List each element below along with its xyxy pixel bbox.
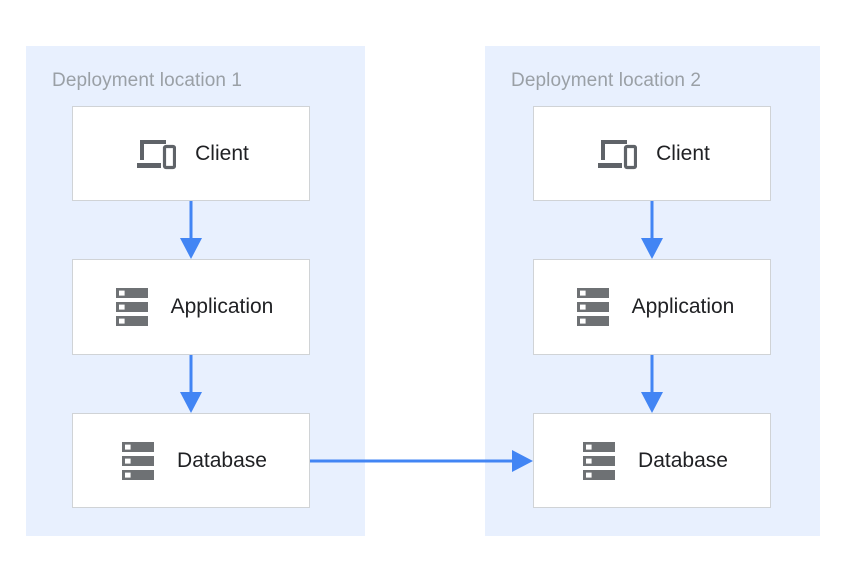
node-database-1-label: Database [177,448,267,472]
node-database-2-label: Database [638,448,728,472]
node-database-1[interactable]: Database [72,413,310,508]
node-application-1-label: Application [170,295,274,318]
node-client-1-label: Client [195,141,249,165]
server-icon [109,284,155,330]
server-icon [570,284,616,330]
node-client-2[interactable]: Client [533,106,771,201]
devices-icon [133,131,179,177]
node-application-2-label: Application [631,295,735,318]
node-application-2[interactable]: Application [533,259,771,355]
node-client-2-label: Client [656,141,710,165]
server-icon [576,438,622,484]
deployment-zone-1-label: Deployment location 1 [52,70,243,91]
devices-icon [594,131,640,177]
node-database-2[interactable]: Database [533,413,771,508]
node-application-1[interactable]: Application [72,259,310,355]
deployment-zone-2-label: Deployment location 2 [511,70,702,91]
node-client-1[interactable]: Client [72,106,310,201]
server-icon [115,438,161,484]
